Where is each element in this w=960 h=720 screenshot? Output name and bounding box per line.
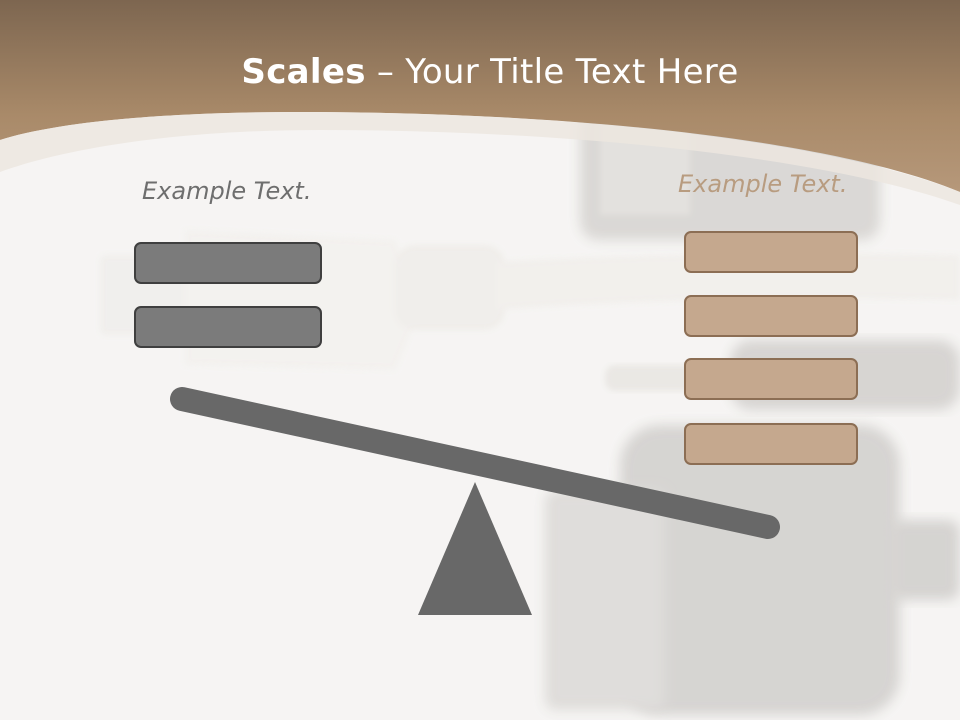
- title-text: – Your Title Text Here: [365, 52, 739, 92]
- right-pan-box-1: [684, 231, 858, 273]
- right-pan-label: Example Text.: [678, 170, 848, 198]
- left-pan-box-2: [134, 306, 322, 348]
- left-pan-box-1: [134, 242, 322, 284]
- title-bold-word: Scales: [241, 52, 366, 92]
- left-pan-label: Example Text.: [142, 177, 312, 205]
- scale-beam: [170, 387, 780, 539]
- right-pan-box-3: [684, 358, 858, 400]
- scale-fulcrum: [418, 482, 532, 615]
- right-pan-box-4: [684, 423, 858, 465]
- right-pan-box-2: [684, 295, 858, 337]
- header-band: [0, 0, 960, 192]
- slide-title: Scales – Your Title Text Here: [0, 52, 960, 92]
- header-curve-highlight: [0, 112, 960, 205]
